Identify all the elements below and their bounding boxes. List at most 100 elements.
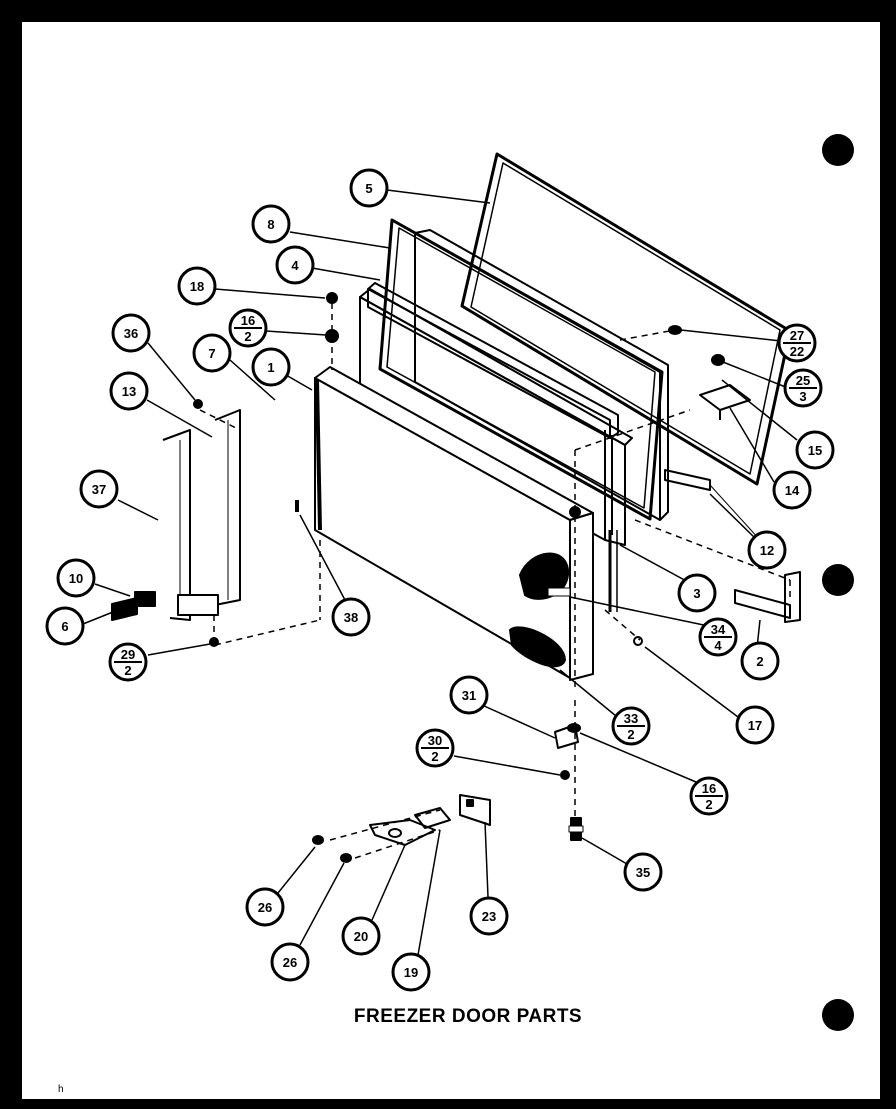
callout-circle [391,952,431,992]
screw-26-b [340,853,352,863]
callout-c1: 1 [251,347,291,387]
callout-denominator: 22 [790,344,804,359]
registration-dot [822,999,854,1031]
callout-denominator: 2 [244,329,251,344]
callout-c7: 7 [192,333,232,373]
bottom-hinge [554,723,581,749]
registration-dot [822,134,854,166]
callout-circle [677,573,717,613]
callout-c34: 344 [698,617,738,657]
screw-25 [711,354,725,366]
plug-18 [326,292,338,304]
callout-numerator: 25 [796,373,810,388]
callout-c30: 302 [415,728,455,768]
callout-denominator: 2 [705,797,712,812]
callout-c29: 292 [108,642,148,682]
callout-c5: 5 [349,168,389,208]
callout-label: 15 [808,443,822,458]
callout-c2: 2 [740,641,780,681]
callout-label: 37 [92,482,106,497]
screw-35 [568,817,584,841]
washer-17 [633,636,643,646]
end-trim [608,530,618,612]
callout-c18: 18 [177,266,217,306]
callout-numerator: 30 [428,733,442,748]
callout-circle [469,896,509,936]
callout-label: 5 [365,181,372,196]
callout-c26b: 26 [270,942,310,982]
callout-label: 14 [785,483,800,498]
callout-circle [245,887,285,927]
callout-c13: 13 [109,371,149,411]
callout-c12: 12 [747,530,787,570]
callout-numerator: 16 [241,313,255,328]
callout-c37: 37 [79,469,119,509]
callout-circle [275,245,315,285]
callout-circle [270,942,310,982]
screw-26-a [312,835,324,845]
callout-c25: 253 [783,368,823,408]
callout-circle [740,641,780,681]
callout-numerator: 29 [121,647,135,662]
callout-circle [341,916,381,956]
callout-label: 26 [283,955,297,970]
callout-label: 35 [636,865,650,880]
callout-numerator: 33 [624,711,638,726]
callout-circle [177,266,217,306]
callout-label: 26 [258,900,272,915]
callout-c16b: 162 [689,776,729,816]
callout-label: 19 [404,965,418,980]
top-hinge [699,384,751,420]
callout-c38: 38 [331,597,371,637]
callout-group: 5841816236711337106292382722253151412334… [45,168,835,992]
hinge-plate-19-20 [369,807,451,846]
top-hinge-bar [664,469,761,541]
callout-c35: 35 [623,852,663,892]
callout-label: 31 [462,688,476,703]
door-handle [509,552,571,668]
callout-c31: 31 [449,675,489,715]
callout-numerator: 16 [702,781,716,796]
callout-c26a: 26 [245,887,285,927]
callout-label: 20 [354,929,368,944]
corner-mark: h [58,1084,64,1095]
callout-c17: 17 [735,705,775,745]
callout-label: 38 [344,610,358,625]
callout-c6: 6 [45,606,85,646]
callout-numerator: 34 [711,622,726,637]
left-trim-13 [162,429,219,621]
callout-c14: 14 [772,470,812,510]
handle-cap [111,591,156,621]
callout-circle [251,347,291,387]
callout-c23: 23 [469,896,509,936]
callout-label: 23 [482,909,496,924]
callout-circle [331,597,371,637]
callout-denominator: 2 [627,727,634,742]
callout-circle [349,168,389,208]
callout-circle [747,530,787,570]
callout-label: 36 [124,326,138,341]
callout-circle [56,558,96,598]
registration-dot [822,564,854,596]
callout-circle [109,371,149,411]
callout-c4: 4 [275,245,315,285]
callout-c33: 332 [611,706,651,746]
screw-30 [560,770,570,780]
callout-circle [795,430,835,470]
callout-label: 8 [267,217,274,232]
callout-circle [192,333,232,373]
callout-denominator: 2 [431,749,438,764]
callout-label: 12 [760,543,774,558]
alignment-lines [199,303,791,859]
callout-label: 7 [208,346,215,361]
callout-numerator: 27 [790,328,804,343]
callout-c15: 15 [795,430,835,470]
callout-label: 13 [122,384,136,399]
callout-circle [251,204,291,244]
callout-denominator: 3 [799,389,806,404]
callout-label: 18 [190,279,204,294]
callout-circle [79,469,119,509]
